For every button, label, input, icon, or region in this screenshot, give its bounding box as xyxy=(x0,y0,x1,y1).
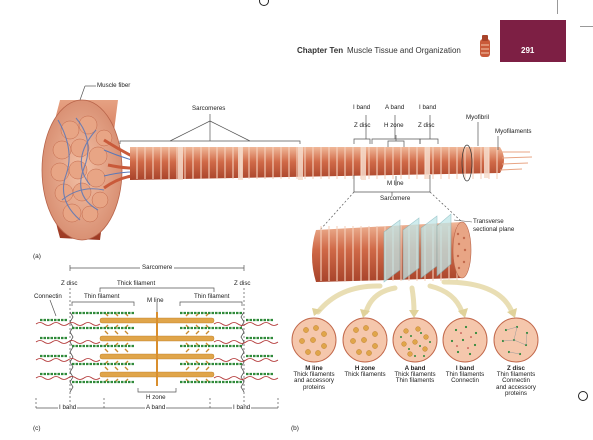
label-z-disc-1: Z disc xyxy=(354,122,371,129)
section-caption-h-zone: H zone Thick filaments xyxy=(340,365,390,379)
section-desc: Thin filaments xyxy=(496,371,536,379)
label-thin-filament-right: Thin filament xyxy=(194,293,230,300)
section-caption-a-band: A band Thick filaments Thin filaments xyxy=(390,365,440,385)
panel-label-c: (c) xyxy=(33,425,41,432)
section-desc: Thick filaments xyxy=(293,371,335,379)
section-title: H zone xyxy=(354,365,376,372)
label-thick-filament: Thick filament xyxy=(117,280,156,287)
label-sarcomere-a: Sarcomere xyxy=(380,195,411,202)
chapter-title: Muscle Tissue and Organization xyxy=(347,46,461,55)
label-a-band-c: A band xyxy=(145,404,167,412)
label-h-zone-c: H zone xyxy=(146,394,166,401)
myofibril-segment xyxy=(312,213,473,283)
section-desc: Connectin xyxy=(451,377,479,385)
label-sarcomeres: Sarcomeres xyxy=(192,105,226,112)
label-a-band: A band xyxy=(385,104,405,111)
label-i-band-right: I band xyxy=(232,404,252,412)
section-desc: Thin filaments xyxy=(395,377,435,385)
right-scroll-indicator[interactable] xyxy=(578,391,588,401)
page-right-rule xyxy=(580,26,593,27)
label-transverse-2: sectional plane xyxy=(473,226,515,233)
label-thin-filament-left: Thin filament xyxy=(84,293,120,300)
section-title: M line xyxy=(305,365,323,372)
section-caption-i-band: I band Thin filaments Connectin xyxy=(440,365,490,385)
label-z-disc-right: Z disc xyxy=(234,280,251,287)
label-h-zone-a: H zone xyxy=(384,122,404,129)
label-transverse-1: Transverse xyxy=(473,218,504,225)
label-i-band-1: I band xyxy=(353,104,371,111)
filament-rows xyxy=(35,311,279,393)
chapter-number: Chapter Ten xyxy=(297,46,344,55)
page-number-tab xyxy=(500,20,566,62)
label-myofilaments: Myofilaments xyxy=(495,128,532,135)
band-brackets xyxy=(79,85,499,231)
label-m-line-c: M line xyxy=(147,297,164,304)
section-caption-z-disc: Z disc Thin filaments Connectin and acce… xyxy=(491,365,541,397)
label-muscle-fiber: Muscle fiber xyxy=(97,82,131,89)
section-title: Z disc xyxy=(507,365,525,372)
top-scroll-indicator[interactable] xyxy=(259,0,269,6)
muscle-fiber-bundle xyxy=(41,99,133,241)
section-desc: proteins xyxy=(302,383,325,391)
panel-label-a: (a) xyxy=(33,253,41,260)
section-desc: and accessory xyxy=(294,377,334,385)
section-title: A band xyxy=(404,365,426,372)
chapter-thumbnail-icon xyxy=(478,35,492,59)
section-title: I band xyxy=(455,365,475,372)
label-connectin: Connectin xyxy=(34,293,62,300)
myofibril-long xyxy=(130,144,533,182)
label-z-disc-2: Z disc xyxy=(418,122,435,129)
section-desc: Connectin xyxy=(502,377,530,385)
sarcomeres-bracket xyxy=(119,114,301,144)
section-desc: Thick filaments xyxy=(344,371,386,379)
section-desc: Thin filaments xyxy=(445,371,485,379)
label-sarcomere-c: Sarcomere xyxy=(140,264,175,272)
label-m-line-a: M line xyxy=(387,180,404,187)
section-desc: Thick filaments xyxy=(394,371,436,379)
label-i-band-left: I band xyxy=(58,404,78,412)
top-right-rule xyxy=(557,0,558,14)
section-desc: and accessory xyxy=(496,383,536,391)
page-number: 291 xyxy=(521,46,535,55)
label-myofibril: Myofibril xyxy=(466,114,490,121)
section-caption-m-line: M line Thick filaments and accessory pro… xyxy=(289,365,339,391)
panel-label-b: (b) xyxy=(291,425,299,432)
label-i-band-2: I band xyxy=(419,104,437,111)
section-desc: proteins xyxy=(504,389,527,397)
label-z-disc-left: Z disc xyxy=(61,280,78,287)
